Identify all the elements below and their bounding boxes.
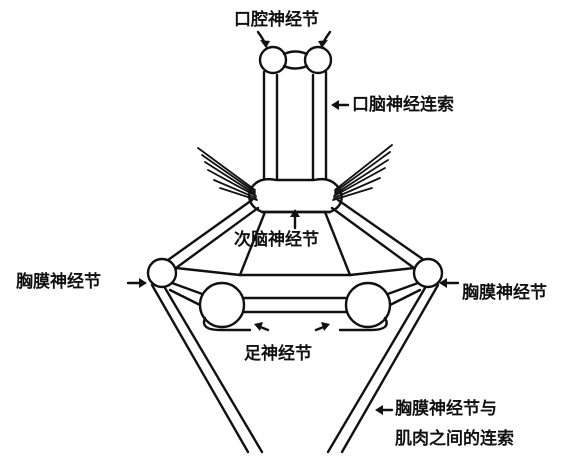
inner-loop xyxy=(176,268,414,275)
pleural-muscle-connectives xyxy=(152,285,438,452)
pedal-ganglia xyxy=(200,283,390,330)
pleural-ganglion-right-label: 胸膜神经节 xyxy=(462,285,547,302)
buccal-connective-label: 口脑神经连索 xyxy=(352,97,454,114)
pleural-ganglion-left-label: 胸膜神经节 xyxy=(16,274,101,291)
right-nerve-fan xyxy=(333,145,392,200)
pleural-muscle-connective-label-line1: 胸膜神经节与 xyxy=(395,401,497,418)
left-nerve-fan xyxy=(198,148,257,200)
buccal-ganglia xyxy=(260,47,331,73)
pedal-ganglion-label: 足神经节 xyxy=(244,346,312,363)
buccal-ganglion-label: 口腔神经节 xyxy=(234,12,319,29)
pleural-muscle-connective-label-line2: 肌肉之间的连索 xyxy=(395,431,514,448)
buccal-connectives xyxy=(264,72,326,190)
pleural-ganglia xyxy=(148,259,442,287)
secondary-brain-ganglion-label: 次脑神经节 xyxy=(234,232,319,249)
